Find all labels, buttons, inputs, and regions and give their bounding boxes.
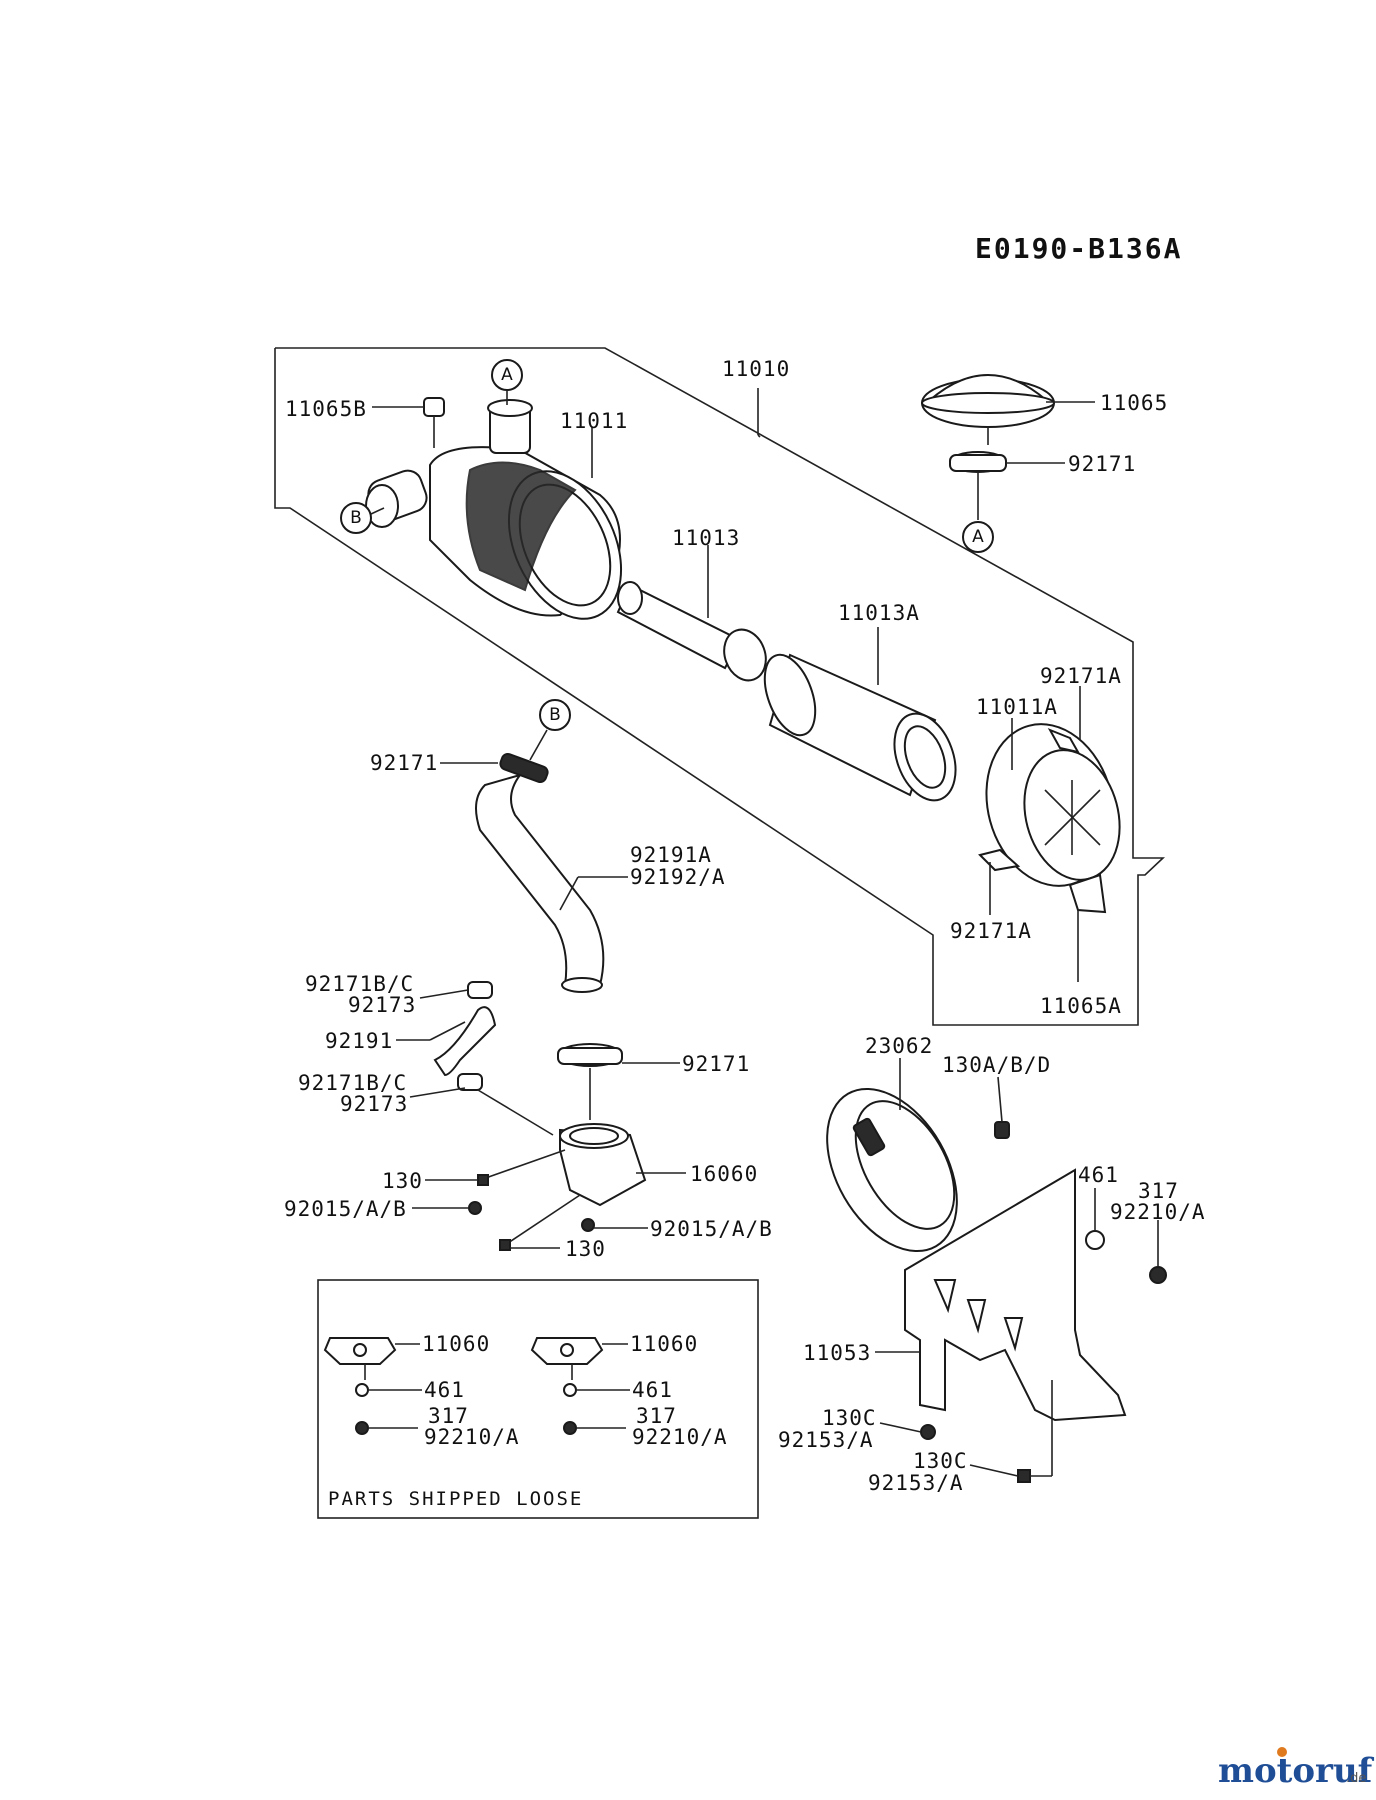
leader-lines [372, 388, 1159, 1477]
label-11065: 11065 [1100, 391, 1168, 415]
small-hose-92191[interactable] [433, 1006, 497, 1077]
parts-shipped-loose-box [317, 1279, 759, 1519]
loose-label-461-1: 461 [424, 1378, 465, 1402]
label-92153a-1: 92153/A [778, 1428, 874, 1452]
label-461: 461 [1078, 1163, 1119, 1187]
label-11065a: 11065A [1040, 994, 1122, 1018]
small-clamp-92171bc-lower[interactable] [457, 1073, 483, 1091]
label-317: 317 [1138, 1179, 1179, 1203]
loose-nut-461-1[interactable] [355, 1383, 369, 1397]
nut-130c-upper[interactable] [920, 1424, 936, 1440]
diagram-code: E0190-B136A [975, 232, 1182, 265]
label-92210a: 92210/A [1110, 1200, 1206, 1224]
label-92153a-2: 92153/A [868, 1471, 964, 1495]
loose-label-11060-2: 11060 [630, 1332, 698, 1356]
brand-name: motoruf [1218, 1751, 1375, 1791]
clip-92171a-top[interactable] [1047, 728, 1080, 754]
svg-text:B: B [350, 508, 362, 528]
label-92173-2: 92173 [340, 1092, 408, 1116]
ref-a-top-left: A [491, 359, 523, 391]
bracket-11053[interactable] [904, 1168, 1127, 1422]
svg-text:A: A [501, 365, 513, 385]
loose-label-461-2: 461 [632, 1378, 673, 1402]
label-92171-top: 92171 [1068, 452, 1136, 476]
precleaner-cap-11065[interactable] [921, 374, 1055, 428]
label-92015ab-2: 92015/A/B [650, 1217, 773, 1241]
label-130c-1: 130C [822, 1406, 877, 1430]
cap-11065b[interactable] [423, 397, 445, 448]
hose-clamp-92171-lower[interactable] [557, 1043, 623, 1067]
parts-shipped-loose-title: PARTS SHIPPED LOOSE [328, 1488, 583, 1510]
label-130c-2: 130C [913, 1449, 968, 1473]
valve-11065a[interactable] [1068, 873, 1107, 914]
band-clamp-92171-top[interactable] [949, 451, 1007, 473]
label-16060: 16060 [690, 1162, 758, 1186]
label-92173-1: 92173 [348, 993, 416, 1017]
label-11011: 11011 [560, 409, 628, 433]
small-clamp-92171bc-upper[interactable] [467, 981, 493, 999]
assembly-outline-11010 [274, 347, 1166, 1026]
label-11010: 11010 [722, 357, 790, 381]
loose-gasket-11060-2[interactable] [530, 1337, 604, 1365]
bolt-130-upper[interactable] [477, 1149, 566, 1186]
loose-label-317-1: 317 [428, 1404, 469, 1428]
nut-317-92210a[interactable] [1149, 1266, 1167, 1284]
label-11013: 11013 [672, 526, 740, 550]
label-11053: 11053 [803, 1341, 871, 1365]
loose-label-11060-1: 11060 [422, 1332, 490, 1356]
label-92171a-top: 92171A [1040, 664, 1122, 688]
brand-tld: .de [1346, 1771, 1366, 1786]
ref-a-right: A [962, 521, 994, 553]
label-92192a: 92192/A [630, 865, 726, 889]
ref-b-left: B [340, 502, 372, 534]
label-11011a: 11011A [976, 695, 1058, 719]
band-23062[interactable] [800, 1066, 983, 1273]
loose-nut-461-2[interactable] [563, 1383, 577, 1397]
brand-dot-icon [1277, 1747, 1287, 1757]
air-cleaner-body[interactable] [364, 399, 643, 637]
label-92171-hose: 92171 [370, 751, 438, 775]
label-92191: 92191 [325, 1029, 393, 1053]
cover-11011a[interactable] [969, 710, 1134, 901]
safety-element-11013[interactable] [616, 581, 773, 686]
washer-461[interactable] [1085, 1230, 1105, 1250]
hose-clamp-92171-upper[interactable] [499, 752, 550, 784]
label-11065b: 11065B [285, 397, 367, 421]
label-130abd: 130A/B/D [942, 1053, 1051, 1077]
bolt-130-lower[interactable] [499, 1194, 581, 1251]
label-130-2: 130 [565, 1237, 606, 1261]
motoruf-watermark: motoruf .de [1218, 1747, 1375, 1791]
label-23062: 23062 [865, 1034, 933, 1058]
bolt-130c-lower[interactable] [1017, 1469, 1052, 1483]
loose-label-92210a-2: 92210/A [632, 1425, 728, 1449]
svg-text:B: B [549, 705, 561, 725]
label-130-1: 130 [382, 1169, 423, 1193]
loose-label-92210a-1: 92210/A [424, 1425, 520, 1449]
loose-gasket-11060-1[interactable] [323, 1337, 397, 1365]
label-11013a: 11013A [838, 601, 920, 625]
label-92191a: 92191A [630, 843, 712, 867]
main-element-11013a[interactable] [755, 648, 967, 809]
bolt-130abd[interactable] [994, 1121, 1010, 1139]
loose-washer-317-2[interactable] [563, 1421, 577, 1435]
loose-washer-317-1[interactable] [355, 1421, 369, 1435]
intake-hose-92191a[interactable] [475, 773, 605, 993]
ref-b-hose: B [539, 699, 571, 731]
label-92015ab-1: 92015/A/B [284, 1197, 407, 1221]
label-92171a-bottom: 92171A [950, 919, 1032, 943]
label-92171bc-1: 92171B/C [305, 972, 414, 996]
nut-92015ab-left[interactable] [468, 1201, 482, 1215]
elbow-16060[interactable] [559, 1123, 647, 1207]
label-92171-clamp: 92171 [682, 1052, 750, 1076]
svg-text:A: A [972, 527, 984, 547]
loose-label-317-2: 317 [636, 1404, 677, 1428]
label-92171bc-2: 92171B/C [298, 1071, 407, 1095]
nut-92015ab-right[interactable] [581, 1218, 595, 1232]
